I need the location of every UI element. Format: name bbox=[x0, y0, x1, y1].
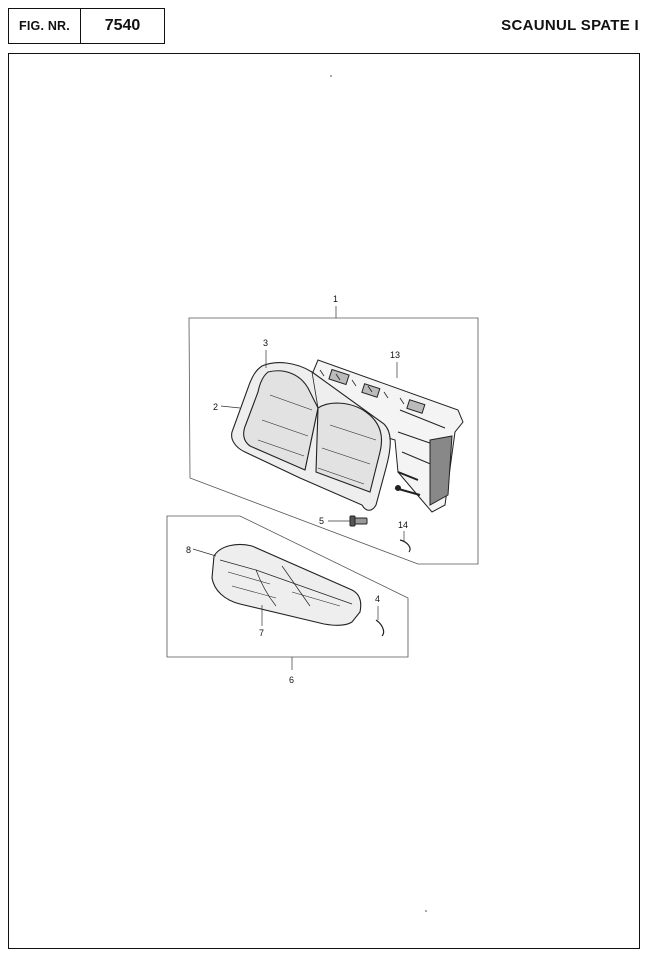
bolt-5 bbox=[349, 515, 368, 527]
page-title: SCAUNUL SPATE I bbox=[501, 17, 639, 34]
drawing-frame bbox=[8, 53, 640, 949]
assembly-6-outline bbox=[166, 515, 409, 658]
callout-4: 4 bbox=[375, 594, 380, 604]
clip-14 bbox=[399, 539, 411, 553]
figure-number-value: 7540 bbox=[104, 17, 141, 34]
callout-2: 2 bbox=[213, 402, 218, 412]
callout-7: 7 bbox=[259, 628, 264, 638]
scan-speck bbox=[330, 75, 332, 77]
figure-number-box: FIG. NR. 7540 bbox=[8, 8, 165, 44]
assembly-1-outline bbox=[188, 317, 479, 565]
callout-3: 3 bbox=[263, 338, 268, 348]
callout-6: 6 bbox=[289, 675, 294, 685]
scan-speck bbox=[425, 910, 427, 912]
callout-leaders bbox=[192, 350, 405, 626]
callout-14: 14 bbox=[398, 520, 408, 530]
callout-8: 8 bbox=[186, 545, 191, 555]
callout-5: 5 bbox=[319, 516, 324, 526]
callout-1: 1 bbox=[333, 294, 338, 304]
clip-4 bbox=[375, 619, 385, 637]
figure-number-label: FIG. NR. bbox=[9, 9, 81, 43]
seat-cushion-7-8 bbox=[211, 543, 362, 626]
backrest-cover-2-3 bbox=[231, 362, 391, 511]
callout-13: 13 bbox=[390, 350, 400, 360]
